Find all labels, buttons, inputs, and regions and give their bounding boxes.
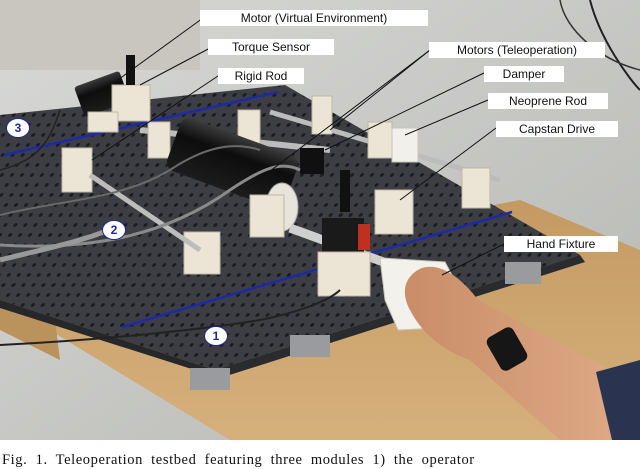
operator-arm xyxy=(404,266,640,440)
module-line-top xyxy=(3,90,279,157)
bracket xyxy=(61,147,93,193)
label-rigid-rod: Rigid Rod xyxy=(218,68,304,84)
table-foot xyxy=(290,335,330,357)
table-edge-left xyxy=(0,300,220,378)
pointer-lines xyxy=(91,17,505,276)
label-torque-sensor: Torque Sensor xyxy=(208,39,334,55)
bracket xyxy=(374,189,414,235)
bracket xyxy=(311,95,333,135)
damper xyxy=(300,148,324,174)
teleoperation-motor xyxy=(166,118,299,238)
label-motor-virtual-environment: Motor (Virtual Environment) xyxy=(200,10,428,26)
bracket xyxy=(147,121,171,159)
table-foot xyxy=(190,368,230,390)
rod xyxy=(88,172,202,253)
bracket xyxy=(391,127,419,163)
bracket xyxy=(461,167,491,209)
bracket xyxy=(183,231,221,275)
figure-caption: Fig. 1. Teleoperation testbed featuring … xyxy=(2,452,475,468)
module-marker-3: 3 xyxy=(6,118,30,138)
module-marker-2: 2 xyxy=(102,220,126,240)
module-marker-1: 1 xyxy=(204,326,228,346)
cable xyxy=(0,289,341,346)
background-cable xyxy=(589,0,640,91)
table-foot xyxy=(505,262,541,284)
module-line-bottom xyxy=(121,210,513,329)
label-capstan-drive: Capstan Drive xyxy=(496,121,618,137)
cable xyxy=(0,109,61,171)
virtual-motor-module xyxy=(74,55,151,133)
cable xyxy=(0,145,261,216)
label-motors-teleoperation: Motors (Teleoperation) xyxy=(429,42,605,58)
label-hand-fixture: Hand Fixture xyxy=(504,236,618,252)
label-neoprene-rod: Neoprene Rod xyxy=(488,93,608,109)
label-damper: Damper xyxy=(484,66,564,82)
background-shelf xyxy=(0,0,200,70)
